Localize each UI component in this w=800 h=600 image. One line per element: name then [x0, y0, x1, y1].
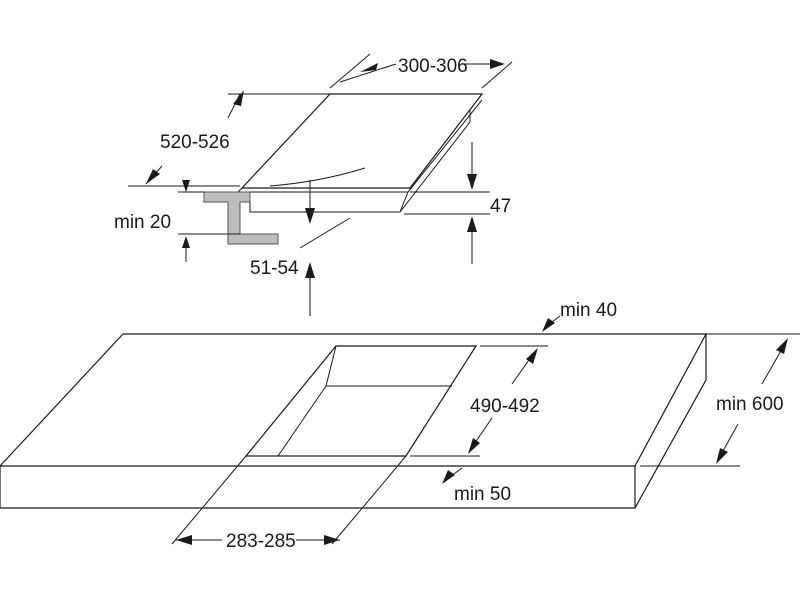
dim-hob-width: 300-306 [329, 53, 513, 89]
arrow-head [305, 208, 315, 224]
arrow-head [526, 348, 538, 364]
arrow-head [182, 180, 190, 192]
arrow-head [360, 63, 378, 72]
arrow-head [176, 535, 192, 545]
dim-cutout-insert-depth: 51-54 [250, 180, 351, 316]
arrow-head [776, 338, 788, 354]
hob-glass-top [240, 93, 484, 189]
label-min-worktop-depth: min 600 [716, 394, 784, 415]
dim-cutout-depth: 490-492 [410, 345, 548, 457]
arrow-head [305, 262, 315, 278]
arrow-head [182, 236, 190, 248]
arrow-head [542, 318, 555, 332]
dim-min-back-clearance: min 40 [542, 300, 617, 332]
dim-min-front-clearance: min 50 [442, 467, 511, 505]
arrow-head [467, 174, 477, 190]
label-min-worktop-thickness: min 20 [114, 212, 171, 233]
label-hob-height: 47 [490, 196, 511, 217]
cutout-inner [277, 345, 452, 457]
worktop-section [203, 191, 279, 245]
arrow-head [324, 535, 340, 545]
label-hob-depth: 520-526 [160, 132, 230, 153]
label-cutout-width: 283-285 [226, 531, 296, 552]
worktop-front-face [0, 466, 636, 509]
label-cutout-depth: 490-492 [470, 396, 540, 417]
dim-min-worktop-depth: min 600 [640, 333, 800, 467]
hob-body [249, 110, 471, 213]
label-hob-width: 300-306 [398, 56, 468, 77]
arrow-head [442, 470, 455, 484]
cutout-outer [244, 345, 478, 457]
dim-min-worktop-thickness: min 20 [114, 180, 240, 262]
hob-body-bottom-rear [399, 191, 409, 213]
arrow-head [716, 448, 728, 464]
arrow-head [468, 438, 480, 454]
arrow-head [233, 90, 244, 106]
arrow-head [467, 216, 477, 232]
worktop-top-surface [0, 333, 708, 467]
label-min-back-clearance: min 40 [560, 300, 617, 321]
label-min-front-clearance: min 50 [454, 484, 511, 505]
worktop-side-face [634, 334, 707, 509]
dim-hob-height: 47 [404, 142, 511, 264]
label-cutout-insert-depth: 51-54 [250, 258, 299, 279]
dim-cutout-width: 283-285 [171, 455, 407, 552]
worktop-drawing [0, 333, 708, 509]
arrow-head [490, 59, 505, 69]
hob-drawing [236, 93, 484, 213]
arrow-head [146, 169, 160, 184]
hob-reflection [269, 167, 366, 187]
hob-glass-edge [236, 99, 483, 193]
dim-hob-depth: 520-526 [128, 90, 330, 187]
